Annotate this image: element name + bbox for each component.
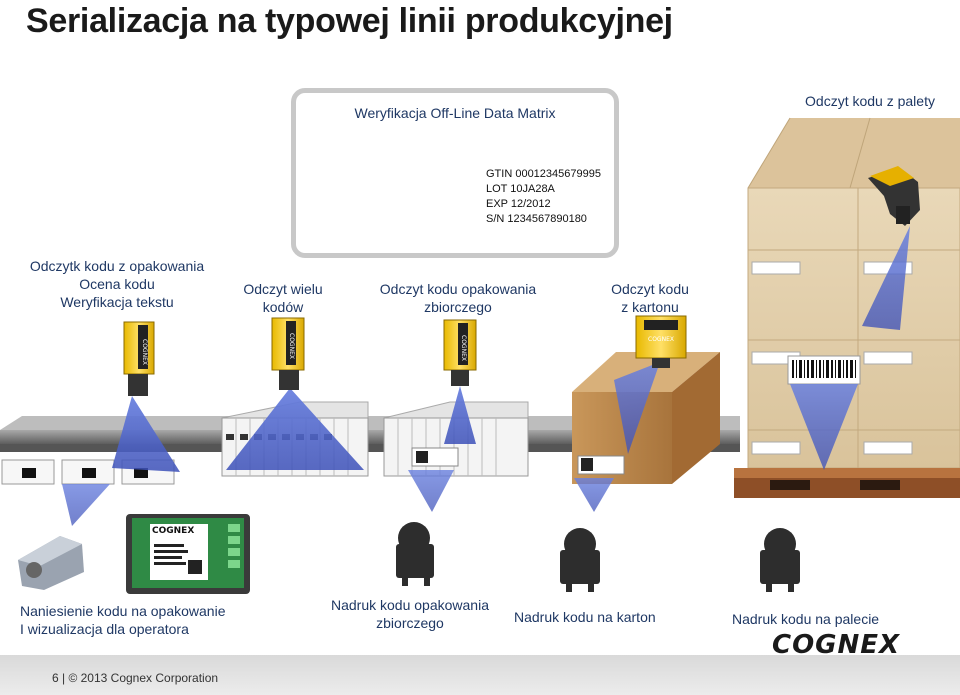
print-beam-pack (62, 484, 110, 526)
camera-brand-text: COGNEX (141, 339, 148, 365)
hand-coder (18, 536, 84, 590)
label-line: kodów (262, 299, 304, 315)
label-line: zbiorczego (424, 299, 492, 315)
label-line: Odczyt kodu (611, 281, 689, 297)
label-line: Weryfikacja tekstu (60, 294, 174, 310)
label-info: GTIN 00012345679995 LOT 10JA28A EXP 12/2… (486, 167, 601, 227)
camera-brand-text: COGNEX (288, 333, 295, 359)
info-sn: S/N 1234567890180 (486, 213, 587, 225)
label-line: Odczyt kodu opakowania (379, 281, 537, 297)
footer-bar (0, 655, 960, 695)
label-pack-read: Odczytk kodu z opakowania Ocena kodu Wer… (14, 257, 220, 311)
camera-1 (112, 321, 180, 472)
camera-2 (226, 317, 364, 470)
printer-2 (560, 528, 600, 592)
label-print-carton: Nadruk kodu na karton (514, 609, 656, 625)
camera-3 (443, 319, 477, 444)
info-gtin: GTIN 00012345679995 (486, 168, 601, 180)
label-line: Odczyt wielu (243, 281, 323, 297)
hmi-screen (126, 514, 250, 594)
conveyor (0, 416, 740, 452)
printer-3 (760, 528, 800, 592)
handheld-scanner (868, 166, 920, 226)
label-line: Odczytk kodu z opakowania (29, 258, 205, 274)
pallet-stack (734, 117, 960, 498)
offline-verification-callout: Weryfikacja Off-Line Data Matrix GTIN 00… (291, 88, 619, 258)
info-exp: EXP 12/2012 (486, 198, 551, 210)
cognex-logo: COGNEX (772, 630, 901, 660)
label-carton-read: Odczyt kodu z kartonu (590, 280, 710, 316)
print-beam-carton (574, 478, 614, 512)
label-apply-pack: Naniesienie kodu na opakowanie I wizuali… (20, 602, 225, 638)
label-line: Ocena kodu (79, 276, 155, 292)
callout-title: Weryfikacja Off-Line Data Matrix (354, 105, 556, 121)
label-print-bundle: Nadruk kodu opakowania zbiorczego (310, 596, 510, 632)
print-beam-bundle (408, 470, 454, 512)
label-line: Naniesienie kodu na opakowanie (20, 603, 226, 619)
printer-1 (396, 522, 434, 586)
label-bundle-read: Odczyt kodu opakowania zbiorczego (362, 280, 554, 316)
label-line: I wizualizacja dla operatora (20, 621, 189, 637)
label-line: Nadruk kodu opakowania (331, 597, 489, 613)
label-multi-read: Odczyt wielu kodów (228, 280, 338, 316)
label-line: z kartonu (621, 299, 679, 315)
hmi-brand: COGNEX (152, 526, 195, 536)
label-line: zbiorczego (376, 615, 444, 631)
camera-4 (614, 315, 687, 454)
page-title: Serializacja na typowej linii produkcyjn… (26, 2, 673, 40)
info-lot: LOT 10JA28A (486, 183, 555, 195)
camera-brand-text: COGNEX (460, 335, 467, 361)
print-beam-pallet (790, 384, 858, 470)
label-print-pallet: Nadruk kodu na palecie (732, 611, 880, 627)
footer-copyright: 6 | © 2013 Cognex Corporation (52, 671, 219, 685)
label-pallet-read: Odczyt kodu z palety (805, 93, 935, 109)
camera-brand-text: COGNEX (648, 336, 674, 343)
